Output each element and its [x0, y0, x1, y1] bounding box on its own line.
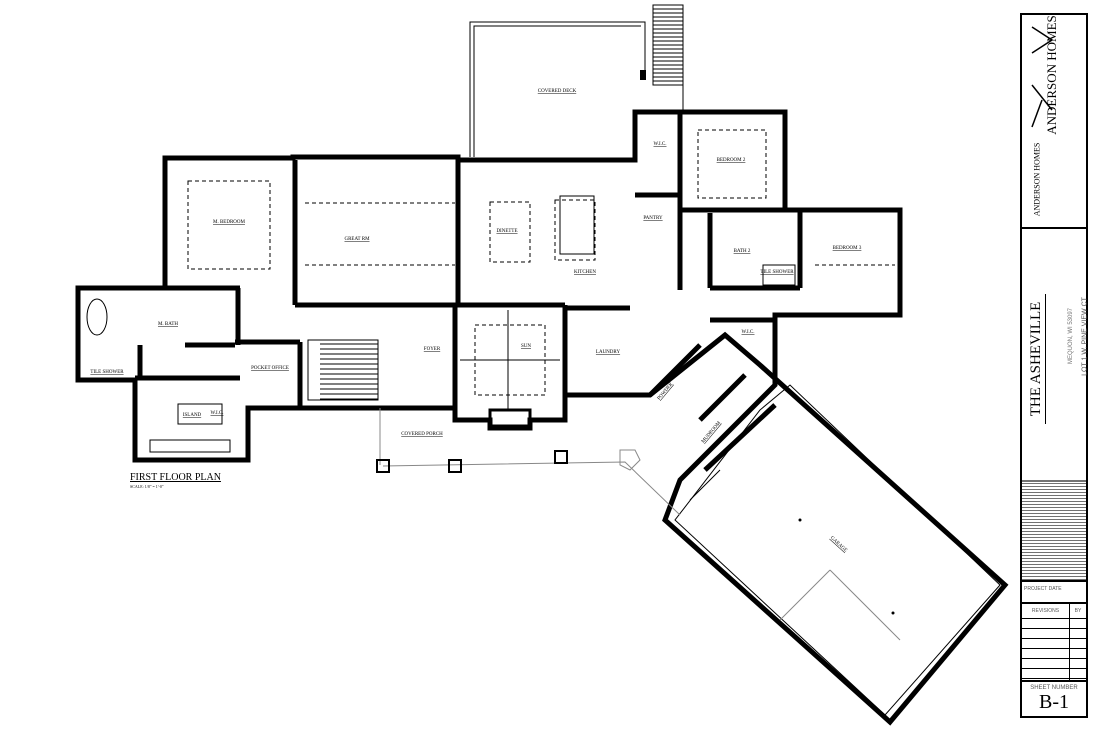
revisions-label: REVISIONS [1022, 604, 1070, 618]
room-label-island: ISLAND [183, 413, 202, 418]
revisions-table: REVISIONS BY [1022, 602, 1086, 682]
project-name: THE ASHEVILLE [1028, 294, 1046, 424]
logo-chevron-icon [1031, 26, 1054, 128]
room-label-garage: GARAGE [829, 536, 848, 554]
lot-line: LOT 1 W. PINE VIEW CT [1081, 297, 1089, 376]
plan-title: FIRST FLOOR PLAN [130, 472, 221, 483]
logo-text: ANDERSON HOMES [1044, 15, 1059, 135]
covered-porch [376, 408, 681, 516]
room-label-bedroom-3: BEDROOM 3 [833, 246, 862, 251]
sheet-number: B-1 [1039, 691, 1069, 713]
room-label-pocket-office: POCKET OFFICE [251, 366, 289, 371]
deck-stairs [652, 4, 684, 86]
interior-walls [135, 112, 803, 472]
room-label-laundry: LAUNDRY [596, 350, 621, 355]
city-line: MEQUON, WI 53097 [1068, 308, 1074, 365]
notes-block [1022, 480, 1086, 582]
title-block: ANDERSON HOMES ANDERSON HOMES THE ASHEVI… [1020, 13, 1089, 718]
room-label-bath-2: BATH 2 [734, 249, 751, 254]
room-label-sun: SUN [521, 344, 531, 349]
room-label-dinette: DINETTE [496, 229, 517, 234]
room-label-wic-master: W.I.C. [210, 411, 223, 416]
plan-scale-note: SCALE: 1/8" = 1'-0" [130, 484, 164, 489]
room-label-great-rm: GREAT RM [344, 237, 370, 242]
room-label-m-bedroom: M. BEDROOM [213, 220, 246, 225]
room-label-wic-bed3: W.I.C. [741, 330, 754, 335]
room-label-wic-bed2: W.I.C. [653, 142, 666, 147]
room-label-tile-shower-bath2: TILE SHOWER [760, 270, 794, 275]
room-label-pantry: PANTRY [643, 216, 663, 221]
company-name: ANDERSON HOMES [1032, 142, 1042, 217]
room-label-m-bath: M. BATH [158, 322, 178, 327]
anderson-homes-logo: ANDERSON HOMES [1022, 15, 1086, 135]
sheet-number-label: SHEET NUMBER [1030, 685, 1078, 691]
room-label-tile-shower: TILE SHOWER [90, 370, 124, 375]
interior-stairs [307, 339, 379, 401]
project-date-label: PROJECT DATE [1022, 580, 1086, 602]
fixtures [86, 195, 1001, 716]
room-label-bedroom-2: BEDROOM 2 [717, 158, 746, 163]
room-label-covered-porch: COVERED PORCH [401, 432, 443, 437]
room-label-kitchen: KITCHEN [574, 270, 596, 275]
covered-deck [469, 21, 684, 157]
room-label-covered-deck: COVERED DECK [538, 89, 577, 94]
room-label-foyer: FOYER [424, 347, 441, 352]
by-label: BY [1074, 608, 1082, 614]
exterior-walls [75, 109, 1009, 726]
